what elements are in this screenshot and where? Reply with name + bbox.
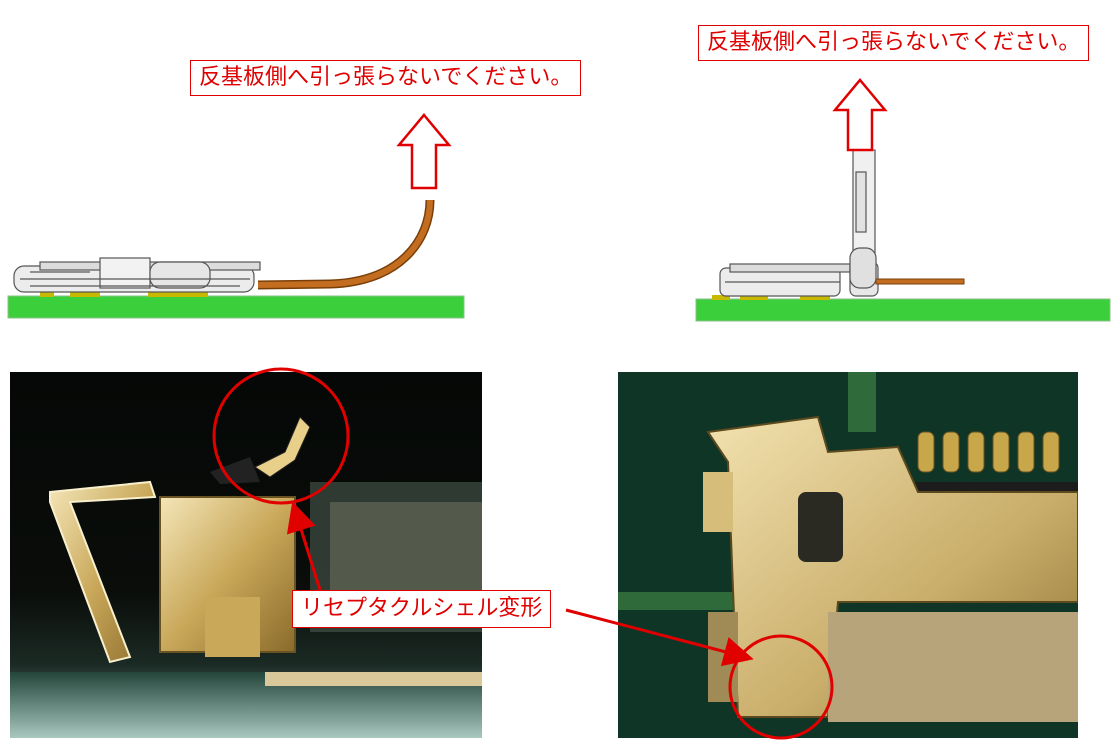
deformation-label: リセプタクルシェル変形 — [292, 590, 552, 628]
side-photo-drawing — [10, 416, 482, 738]
pcb-board — [7, 295, 465, 319]
solder-pad — [740, 295, 768, 300]
solder-pad — [800, 295, 830, 300]
up-arrow — [396, 113, 452, 190]
solder-pad — [148, 292, 208, 297]
cable — [875, 278, 965, 285]
deformed-shell-side-photo — [10, 372, 482, 738]
deformed-shell-top-photo — [618, 372, 1078, 738]
pcb-board — [695, 298, 1111, 322]
cable — [257, 199, 435, 290]
warning-callout-left: 反基板側へ引っ張らないでください。 — [190, 60, 582, 96]
connector-body — [13, 257, 261, 293]
warning-callout-right: 反基板側へ引っ張らないでください。 — [698, 25, 1090, 61]
top-photo-drawing — [618, 372, 1078, 722]
horizontal-cable-drawing — [7, 113, 465, 319]
top-right-diagram: 反基板側へ引っ張らないでください。 — [560, 0, 1116, 330]
vertical-cable-drawing — [695, 78, 1111, 322]
up-arrow — [832, 78, 888, 152]
top-left-diagram: 反基板側へ引っ張らないでください。 — [0, 0, 582, 330]
lifted-shell — [849, 149, 877, 289]
connector-pins — [917, 431, 1060, 473]
solder-pad — [712, 295, 730, 300]
solder-pad — [70, 292, 100, 297]
solder-pad — [40, 292, 54, 297]
